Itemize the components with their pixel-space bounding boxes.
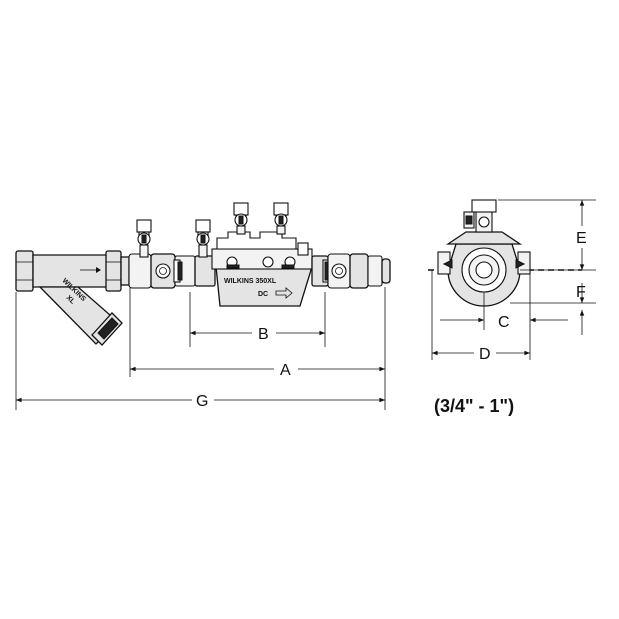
dimension-f-label: F [576, 284, 586, 301]
end-view-dimensions: E F C D [431, 199, 596, 363]
side-view-dimensions: B A G [15, 287, 386, 410]
test-cock-4 [273, 202, 289, 235]
outlet-shutoff-valve [311, 253, 391, 289]
valve-brand-model-text: WILKINS 350XL [224, 278, 277, 285]
inlet-shutoff-valve [120, 253, 216, 289]
dimension-a-label: A [280, 362, 291, 379]
dimension-d-label: D [479, 346, 491, 363]
test-cock-2 [195, 219, 211, 258]
dimension-c-label: C [498, 314, 510, 331]
test-cock-1 [136, 219, 152, 258]
valve-code-text: DC [258, 291, 268, 298]
strainer-model-text: XL [65, 294, 77, 306]
y-strainer: WILKINS XL [15, 250, 123, 346]
test-cock-3 [233, 202, 249, 235]
dimension-e-label: E [576, 230, 587, 247]
dimension-b-label: B [258, 326, 269, 343]
size-range-label: (3/4" - 1") [434, 396, 514, 416]
check-valve-body: WILKINS 350XL DC [211, 231, 316, 307]
end-view [428, 199, 582, 307]
dimension-g-label: G [196, 393, 208, 410]
